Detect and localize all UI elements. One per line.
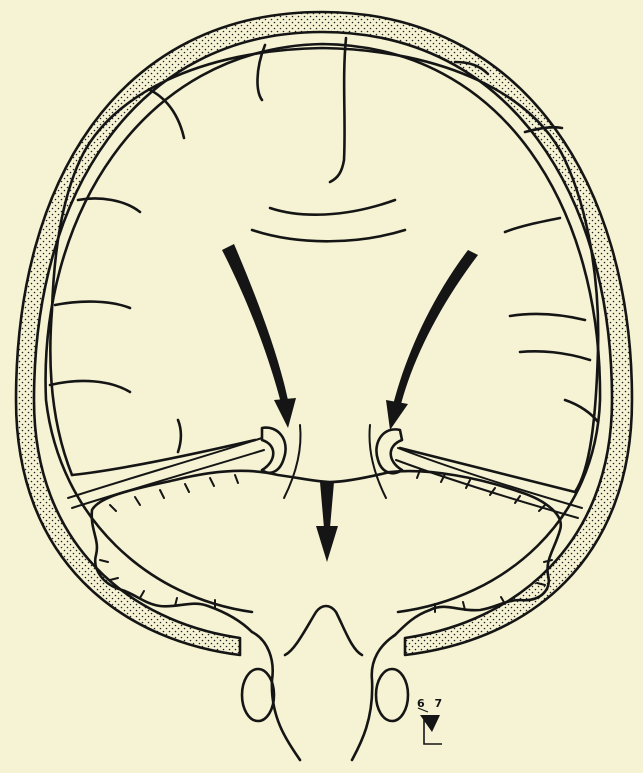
figure-number: 6 7 (417, 697, 445, 710)
corpus-callosum-lower (252, 230, 405, 241)
figure-mark-glyph (418, 708, 442, 744)
uncus-right (376, 429, 402, 473)
corpus-callosum-upper (270, 200, 395, 215)
arrow-right (386, 250, 478, 430)
right-ear-structure (376, 669, 408, 721)
skull-bone (16, 12, 632, 655)
cerebrum-base-left (72, 440, 255, 475)
longitudinal-fissure (330, 38, 346, 182)
midbrain-left (284, 425, 300, 498)
arrow-down (316, 482, 338, 562)
left-ear-structure (242, 669, 274, 721)
uncus-left (262, 428, 286, 473)
cerebellar-tonsils (285, 606, 362, 655)
arrow-left (222, 244, 296, 428)
